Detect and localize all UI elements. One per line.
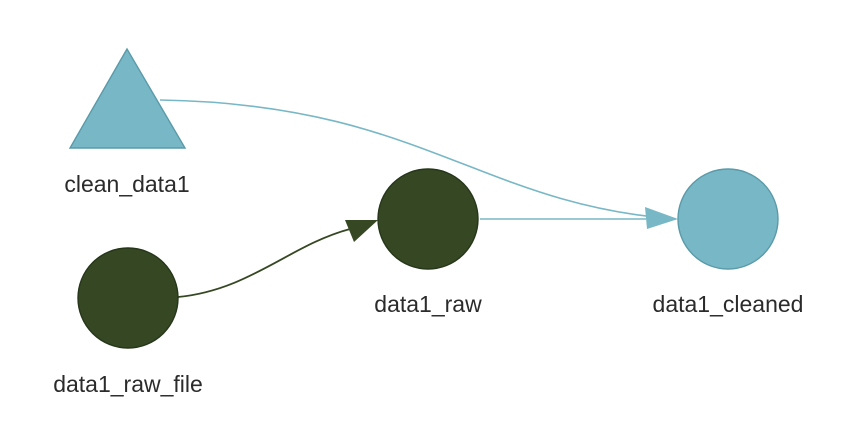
edge-data1-raw-file-to-data1-raw — [177, 228, 351, 298]
node-label-data1-raw: data1_raw — [374, 291, 482, 317]
circle-node-shape — [677, 168, 779, 270]
circle-node-shape — [77, 247, 179, 349]
node-data1-raw[interactable]: data1_raw — [374, 168, 482, 317]
edge-data1-raw-file-arrowhead — [345, 220, 378, 242]
node-clean-data1[interactable]: clean_data1 — [64, 47, 190, 197]
edge-clean-data1-to-data1-cleaned — [159, 99, 677, 220]
node-data1-cleaned[interactable]: data1_cleaned — [653, 168, 804, 317]
edges — [159, 99, 678, 298]
edge-clean-data1-arrowhead — [645, 207, 678, 229]
circle-node-shape — [377, 168, 479, 270]
node-data1-raw-file[interactable]: data1_raw_file — [53, 247, 203, 397]
node-label-data1-cleaned: data1_cleaned — [653, 291, 804, 317]
node-label-clean-data1: clean_data1 — [64, 171, 189, 197]
node-label-data1-raw-file: data1_raw_file — [53, 371, 203, 397]
triangle-node-shape — [68, 47, 187, 149]
